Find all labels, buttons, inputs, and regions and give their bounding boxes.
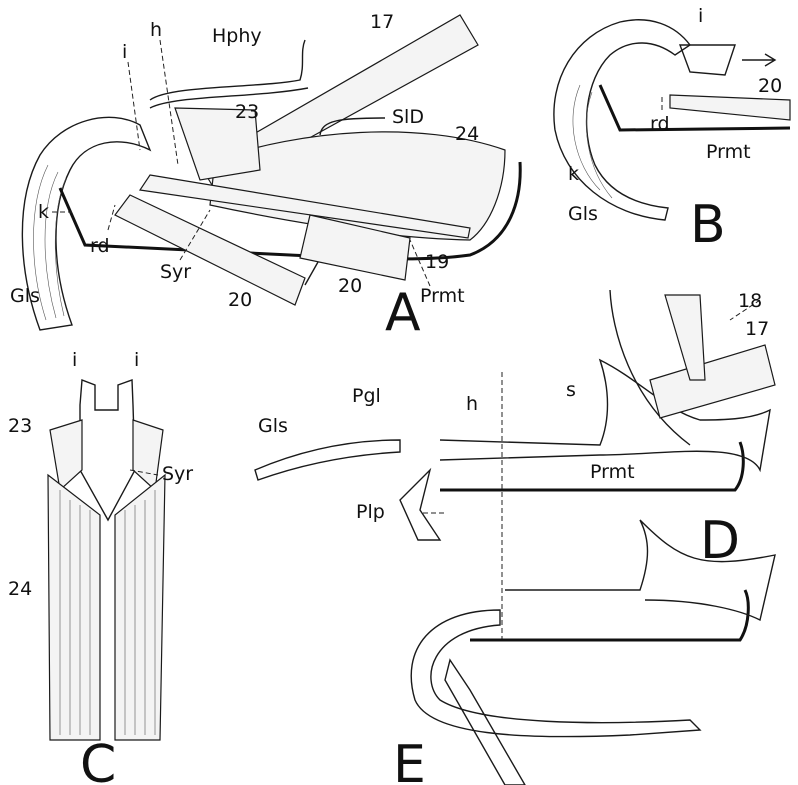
- panel-d-muscle-18: [665, 295, 705, 380]
- label-b-gls: Gls: [568, 203, 598, 225]
- label-b-i: i: [698, 5, 703, 27]
- panel-b: i 20 rd k Prmt Gls B: [554, 5, 790, 255]
- label-k: k: [38, 201, 49, 223]
- panel-e-prementum: [470, 590, 748, 640]
- label-d-s: s: [566, 379, 576, 401]
- label-19: 19: [425, 251, 449, 273]
- panel-b-glossa: [554, 20, 690, 220]
- label-gls: Gls: [10, 285, 40, 307]
- panel-d-muscle-17: [650, 345, 775, 418]
- label-hphy: Hphy: [212, 25, 262, 47]
- label-d-plp: Plp: [356, 501, 385, 523]
- label-24: 24: [455, 123, 479, 145]
- panel-e-glossa: [411, 610, 700, 737]
- label-d-18: 18: [738, 290, 762, 312]
- panel-letter-e: E: [393, 735, 426, 785]
- panel-b-sclerite: [680, 45, 735, 75]
- panel-c-syringe: [80, 380, 135, 520]
- label-d-pgl: Pgl: [352, 385, 381, 407]
- label-d-gls: Gls: [258, 415, 288, 437]
- label-d-prmt: Prmt: [590, 461, 635, 483]
- panel-a-glossa: [22, 117, 150, 330]
- panel-d-glossa: [255, 440, 400, 480]
- label-rd: rd: [90, 235, 110, 257]
- panel-c: i i 23 Syr 24 C: [8, 349, 193, 785]
- label-20a: 20: [228, 289, 252, 311]
- panel-e-palpus: [445, 660, 525, 785]
- label-sld: SlD: [392, 106, 424, 128]
- label-b-k: k: [568, 163, 579, 185]
- label-b-20: 20: [758, 75, 782, 97]
- panel-letter-c: C: [80, 735, 116, 785]
- panel-c-muscle-24-right: [115, 475, 165, 740]
- panel-d-palpus: [400, 470, 440, 540]
- panel-d: 18 17 s Pgl h Gls Prmt Plp D: [255, 290, 775, 571]
- panel-letter-b: B: [690, 195, 726, 255]
- label-d-h: h: [466, 393, 478, 415]
- label-b-prmt: Prmt: [706, 141, 751, 163]
- panel-letter-a: A: [385, 283, 421, 343]
- panel-a: Hphy h 17 i 23 SlD 24 k rd Syr Gls 20 20…: [10, 11, 520, 343]
- panel-b-muscle-20: [670, 95, 790, 120]
- label-20b: 20: [338, 275, 362, 297]
- label-c-i-left: i: [72, 349, 77, 371]
- label-c-i-right: i: [134, 349, 139, 371]
- label-c-23: 23: [8, 415, 32, 437]
- label-c-24: 24: [8, 578, 32, 600]
- panel-c-muscle-24-left: [48, 475, 100, 740]
- label-b-rd: rd: [650, 113, 670, 135]
- label-prmt: Prmt: [420, 285, 465, 307]
- label-d-17: 17: [745, 318, 769, 340]
- label-c-syr: Syr: [162, 463, 193, 485]
- label-17: 17: [370, 11, 394, 33]
- label-23: 23: [235, 101, 259, 123]
- label-syr: Syr: [160, 261, 191, 283]
- panel-a-hypopharynx: [150, 40, 308, 108]
- panel-b-arrow: [742, 54, 775, 66]
- label-h: h: [150, 19, 162, 41]
- label-i: i: [122, 41, 127, 63]
